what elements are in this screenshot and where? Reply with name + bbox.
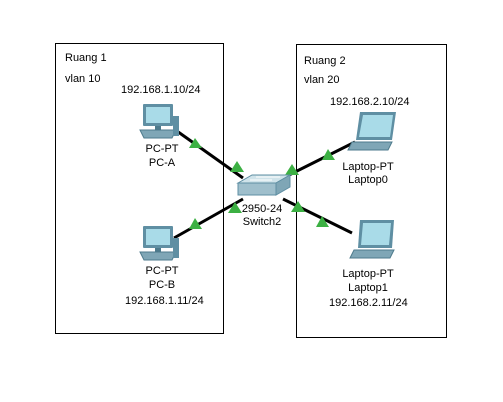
device-ip-label: 192.168.1.10/24 (121, 84, 201, 96)
zone-ruang-2 (296, 44, 447, 338)
link-status-up-icon (322, 149, 335, 160)
device-name-label: Switch2 (242, 216, 282, 228)
device-ip-label: 192.168.2.11/24 (329, 297, 408, 309)
device-name-label: PC-B (148, 279, 176, 291)
link-status-up-icon (291, 201, 305, 212)
zone-ruang-1 (55, 43, 224, 334)
link-status-up-icon (230, 161, 244, 172)
laptop-icon[interactable] (347, 112, 396, 151)
device-ip-label: 192.168.2.10/24 (330, 96, 410, 108)
device-name-label: Laptop0 (348, 174, 388, 186)
link-status-up-icon (285, 164, 299, 175)
link-laptop1-switch (282, 197, 353, 235)
device-name-label: Laptop1 (348, 282, 388, 294)
device-type-label: Laptop-PT (342, 161, 394, 173)
link-status-up-icon (189, 218, 202, 229)
zone-title: Ruang 2 (304, 55, 346, 67)
pc-icon[interactable] (139, 226, 179, 261)
zone-title: Ruang 1 (65, 52, 107, 64)
device-ip-label: 192.168.1.11/24 (125, 295, 204, 307)
zone-vlan-label: vlan 10 (65, 73, 101, 85)
link-status-up-icon (316, 216, 329, 227)
device-type-label: PC-PT (145, 265, 179, 277)
zone-vlan-label: vlan 20 (304, 74, 340, 86)
device-type-label: Laptop-PT (342, 268, 394, 280)
device-type-label: 2950-24 (241, 203, 283, 215)
device-name-label: PC-A (148, 157, 176, 169)
link-status-up-icon (189, 138, 202, 148)
pc-icon[interactable] (139, 104, 179, 139)
link-status-up-icon (228, 202, 242, 213)
laptop-icon[interactable] (349, 220, 395, 259)
switch-icon[interactable] (236, 174, 292, 196)
link-pc-b-switch (173, 197, 244, 240)
device-type-label: PC-PT (145, 143, 179, 155)
